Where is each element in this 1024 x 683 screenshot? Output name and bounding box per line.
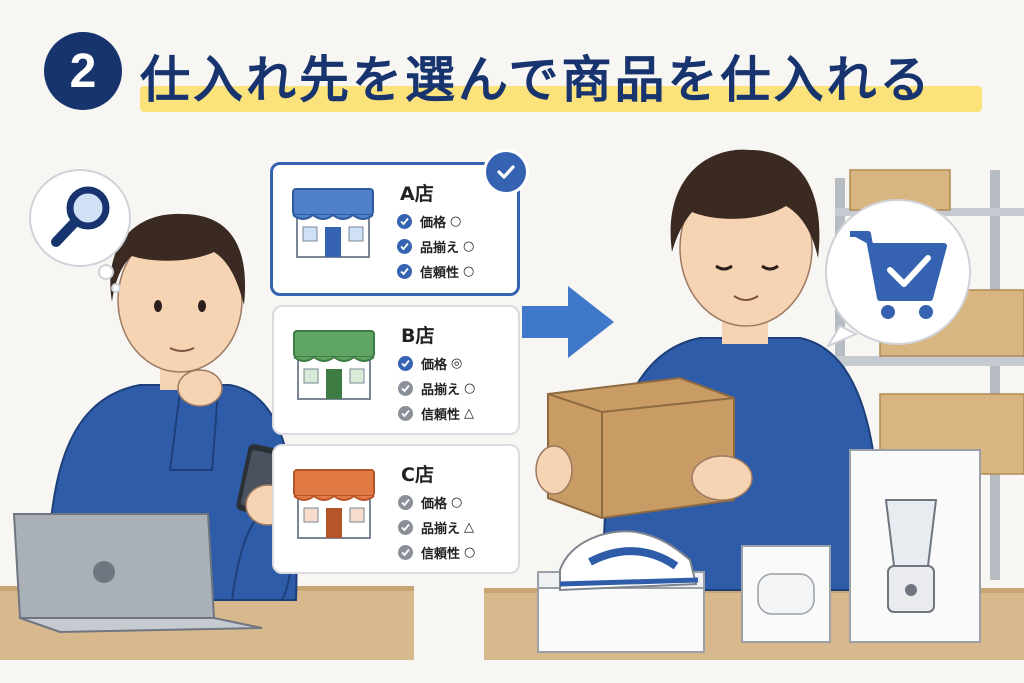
criterion-item: 品揃え○ (398, 376, 475, 401)
check-circle-icon (398, 356, 413, 371)
criterion-label: 信頼性 (421, 408, 461, 423)
store-card-b[interactable]: B店 価格◎ 品揃え○ 信頼性△ (272, 305, 520, 435)
storefront-icon-a (292, 188, 374, 258)
store-name: C店 (401, 464, 434, 486)
store-card-a[interactable]: A店 価格○ 品揃え○ 信頼性○ (270, 149, 529, 296)
criterion-item: 信頼性○ (398, 540, 475, 565)
criteria-list: 価格○ 品揃え△ 信頼性○ (398, 490, 475, 565)
criterion-item: 信頼性△ (398, 401, 475, 426)
criterion-mark: ○ (463, 239, 475, 254)
criterion-label: 品揃え (421, 522, 461, 537)
laptop (12, 513, 263, 634)
criterion-mark: △ (464, 406, 475, 421)
criterion-item: 価格○ (397, 209, 474, 234)
criterion-label: 信頼性 (420, 266, 460, 281)
criteria-list: 価格◎ 品揃え○ 信頼性△ (398, 351, 475, 426)
criterion-item: 品揃え△ (398, 515, 475, 540)
criterion-item: 信頼性○ (397, 259, 474, 284)
store-name: B店 (401, 325, 435, 347)
criterion-mark: ○ (450, 214, 462, 229)
check-circle-icon (397, 264, 412, 279)
earbuds-product (741, 545, 831, 643)
criteria-list: 価格○ 品揃え○ 信頼性○ (397, 209, 474, 284)
storefront-icon-b (293, 330, 375, 400)
criterion-label: 価格 (421, 358, 448, 373)
criterion-mark: ○ (451, 495, 463, 510)
cardboard-box (535, 376, 753, 520)
storefront-icon-c (293, 469, 375, 539)
magnifier-icon (51, 186, 110, 247)
criterion-mark: ○ (464, 545, 476, 560)
cart-check-icon (850, 231, 947, 319)
arrow-right-icon (522, 286, 614, 358)
check-circle-icon (398, 381, 413, 396)
check-circle-icon (397, 239, 412, 254)
check-circle-icon (397, 214, 412, 229)
sneaker-product (537, 530, 705, 653)
page-title: 仕入れ先を選んで商品を仕入れる (140, 51, 933, 109)
blender-product (849, 449, 981, 643)
criterion-label: 品揃え (421, 383, 461, 398)
criterion-label: 価格 (420, 216, 447, 231)
store-name: A店 (400, 183, 434, 205)
criterion-item: 価格◎ (398, 351, 475, 376)
criterion-mark: ○ (464, 381, 476, 396)
criterion-mark: ○ (463, 264, 475, 279)
criterion-item: 価格○ (398, 490, 475, 515)
search-bubble (29, 169, 131, 293)
title-wrap: 仕入れ先を選んで商品を仕入れる (140, 40, 982, 112)
header: 2 仕入れ先を選んで商品を仕入れる (0, 0, 1024, 130)
criterion-item: 品揃え○ (397, 234, 474, 259)
criterion-label: 信頼性 (421, 547, 461, 562)
selected-check-icon (483, 149, 529, 195)
check-circle-icon (398, 545, 413, 560)
criterion-label: 価格 (421, 497, 448, 512)
check-circle-icon (398, 520, 413, 535)
criterion-mark: ◎ (451, 356, 463, 371)
criterion-label: 品揃え (420, 241, 460, 256)
store-card-c[interactable]: C店 価格○ 品揃え△ 信頼性○ (272, 444, 520, 574)
check-circle-icon (398, 495, 413, 510)
criterion-mark: △ (464, 520, 475, 535)
step-number-badge: 2 (44, 32, 122, 110)
cart-bubble (825, 199, 971, 349)
title-highlight (140, 86, 982, 112)
check-circle-icon (398, 406, 413, 421)
